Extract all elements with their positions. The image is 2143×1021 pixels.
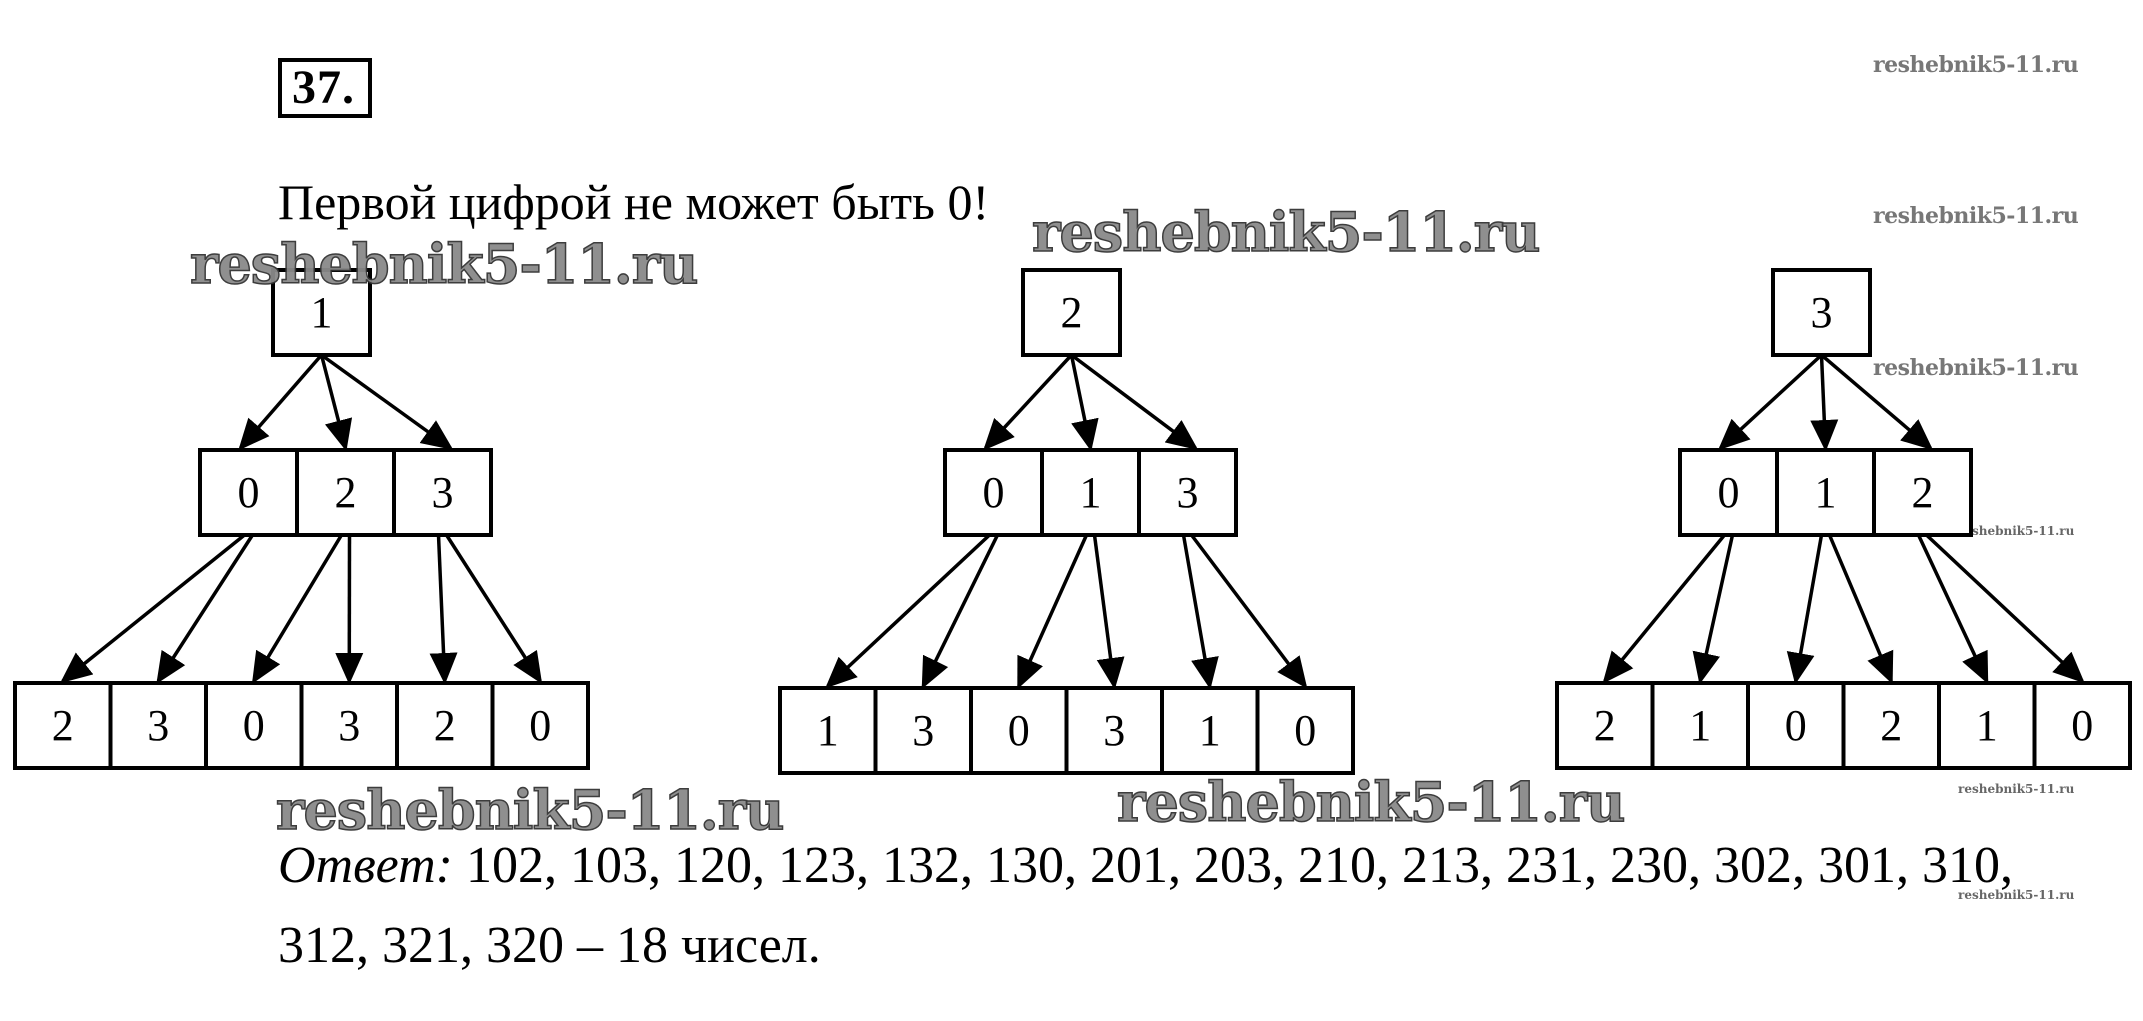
second-digit-box xyxy=(295,448,396,537)
third-digit-box xyxy=(1746,681,1846,770)
tree-arrow xyxy=(238,353,323,451)
third-digit: 0 xyxy=(1008,706,1030,755)
watermark: reshebnik5-11.ru xyxy=(1873,203,2079,229)
tree-root-box xyxy=(1771,268,1872,357)
second-digit-box xyxy=(1872,448,1973,537)
second-digit-box xyxy=(1775,448,1876,537)
second-digit: 1 xyxy=(1815,468,1837,517)
tree-arrow xyxy=(320,353,454,451)
third-digit: 2 xyxy=(434,701,456,750)
third-digit: 0 xyxy=(1785,701,1807,750)
third-digit-box xyxy=(2032,681,2132,770)
second-digit: 3 xyxy=(1177,468,1199,517)
tree-arrow xyxy=(1810,354,1839,452)
problem-number: 37. xyxy=(278,58,372,118)
third-digit-box xyxy=(1555,681,1655,770)
third-digit: 1 xyxy=(1976,701,1998,750)
second-digit-box xyxy=(1678,448,1779,537)
tree-arrow xyxy=(156,534,254,684)
third-digit: 2 xyxy=(1880,701,1902,750)
tree-arrow xyxy=(445,534,543,684)
tree-arrow xyxy=(825,533,991,689)
tree-arrow xyxy=(1916,534,1989,685)
tree-arrow xyxy=(1717,353,1823,451)
problem-statement: Первой цифрой не может быть 0! xyxy=(278,174,990,230)
watermark: reshebnik5-11.ru xyxy=(1873,52,2079,78)
tree-arrow xyxy=(1602,533,1726,684)
tree-root-digit: 3 xyxy=(1811,288,1833,337)
watermark: reshebnik5-11.ru xyxy=(189,231,699,297)
tree-arrow xyxy=(1786,534,1824,685)
second-digit: 2 xyxy=(1912,468,1934,517)
answer-values-2: 312, 321, 320 – 18 чисел. xyxy=(278,917,821,974)
second-digit: 3 xyxy=(432,468,454,517)
answer-values-1: 102, 103, 120, 123, 132, 130, 201, 203, … xyxy=(465,837,2013,894)
third-digit: 1 xyxy=(817,706,839,755)
third-digit: 1 xyxy=(1689,701,1711,750)
tree-arrow xyxy=(1181,534,1219,690)
third-digit: 3 xyxy=(1103,706,1125,755)
tree-arrow xyxy=(1092,534,1125,690)
tree-arrow xyxy=(1070,353,1199,451)
third-digit-box xyxy=(1064,686,1164,775)
answer-line-1: Ответ: 102, 103, 120, 123, 132, 130, 201… xyxy=(278,836,2013,896)
answer-label: Ответ: xyxy=(278,837,453,894)
third-digit-box xyxy=(873,686,973,775)
second-digit-box xyxy=(1040,448,1141,537)
watermark: reshebnik5-11.ru xyxy=(1958,888,2075,902)
answer-line-2: 312, 321, 320 – 18 чисел. xyxy=(278,916,821,976)
watermark: reshebnik5-11.ru xyxy=(1958,782,2075,796)
watermark: reshebnik5-11.ru xyxy=(1031,199,1541,265)
third-digit-box xyxy=(1255,686,1355,775)
watermark: reshebnik5-11.ru xyxy=(275,777,785,843)
tree-root-box xyxy=(1021,268,1122,357)
third-digit: 3 xyxy=(147,701,169,750)
third-digit: 0 xyxy=(529,701,551,750)
second-digit: 0 xyxy=(983,468,1005,517)
third-digit: 0 xyxy=(1294,706,1316,755)
third-digit-box xyxy=(1841,681,1941,770)
watermark: reshebnik5-11.ru xyxy=(1116,769,1626,835)
second-digit: 1 xyxy=(1080,468,1102,517)
watermark: reshebnik5-11.ru xyxy=(1958,524,2075,538)
tree-arrow xyxy=(1069,354,1099,452)
tree-arrow xyxy=(1190,533,1308,689)
tree-arrow xyxy=(1017,534,1089,690)
third-digit: 0 xyxy=(243,701,265,750)
third-digit: 0 xyxy=(2071,701,2093,750)
third-digit-box xyxy=(1160,686,1260,775)
tree-arrow xyxy=(60,533,246,684)
third-digit: 3 xyxy=(338,701,360,750)
tree-arrow xyxy=(1925,533,2085,684)
tree-arrow xyxy=(921,534,1000,690)
tree-arrow xyxy=(319,354,353,452)
tree-arrow xyxy=(251,534,343,684)
third-digit-box xyxy=(490,681,590,770)
tree-arrow xyxy=(1820,353,1934,451)
third-digit-box xyxy=(395,681,495,770)
tree-arrow xyxy=(1692,534,1735,685)
second-digit: 2 xyxy=(335,468,357,517)
tree-arrow xyxy=(429,534,458,685)
third-digit: 2 xyxy=(52,701,74,750)
tree-arrow xyxy=(1827,534,1894,685)
third-digit: 3 xyxy=(912,706,934,755)
second-digit: 0 xyxy=(1718,468,1740,517)
tree-root-digit: 1 xyxy=(311,288,333,337)
tree-arrow xyxy=(983,353,1073,451)
third-digit-box xyxy=(108,681,208,770)
third-digit: 1 xyxy=(1199,706,1221,755)
second-digit-box xyxy=(392,448,493,537)
problem-number-value: 37 xyxy=(292,61,342,114)
second-digit-box xyxy=(1137,448,1238,537)
tree-root-digit: 2 xyxy=(1061,288,1083,337)
third-digit: 2 xyxy=(1594,701,1616,750)
problem-number-suffix: . xyxy=(342,61,355,114)
tree-root-box xyxy=(271,268,372,357)
third-digit-box xyxy=(778,686,878,775)
watermark: reshebnik5-11.ru xyxy=(1873,355,2079,381)
second-digit: 0 xyxy=(238,468,260,517)
